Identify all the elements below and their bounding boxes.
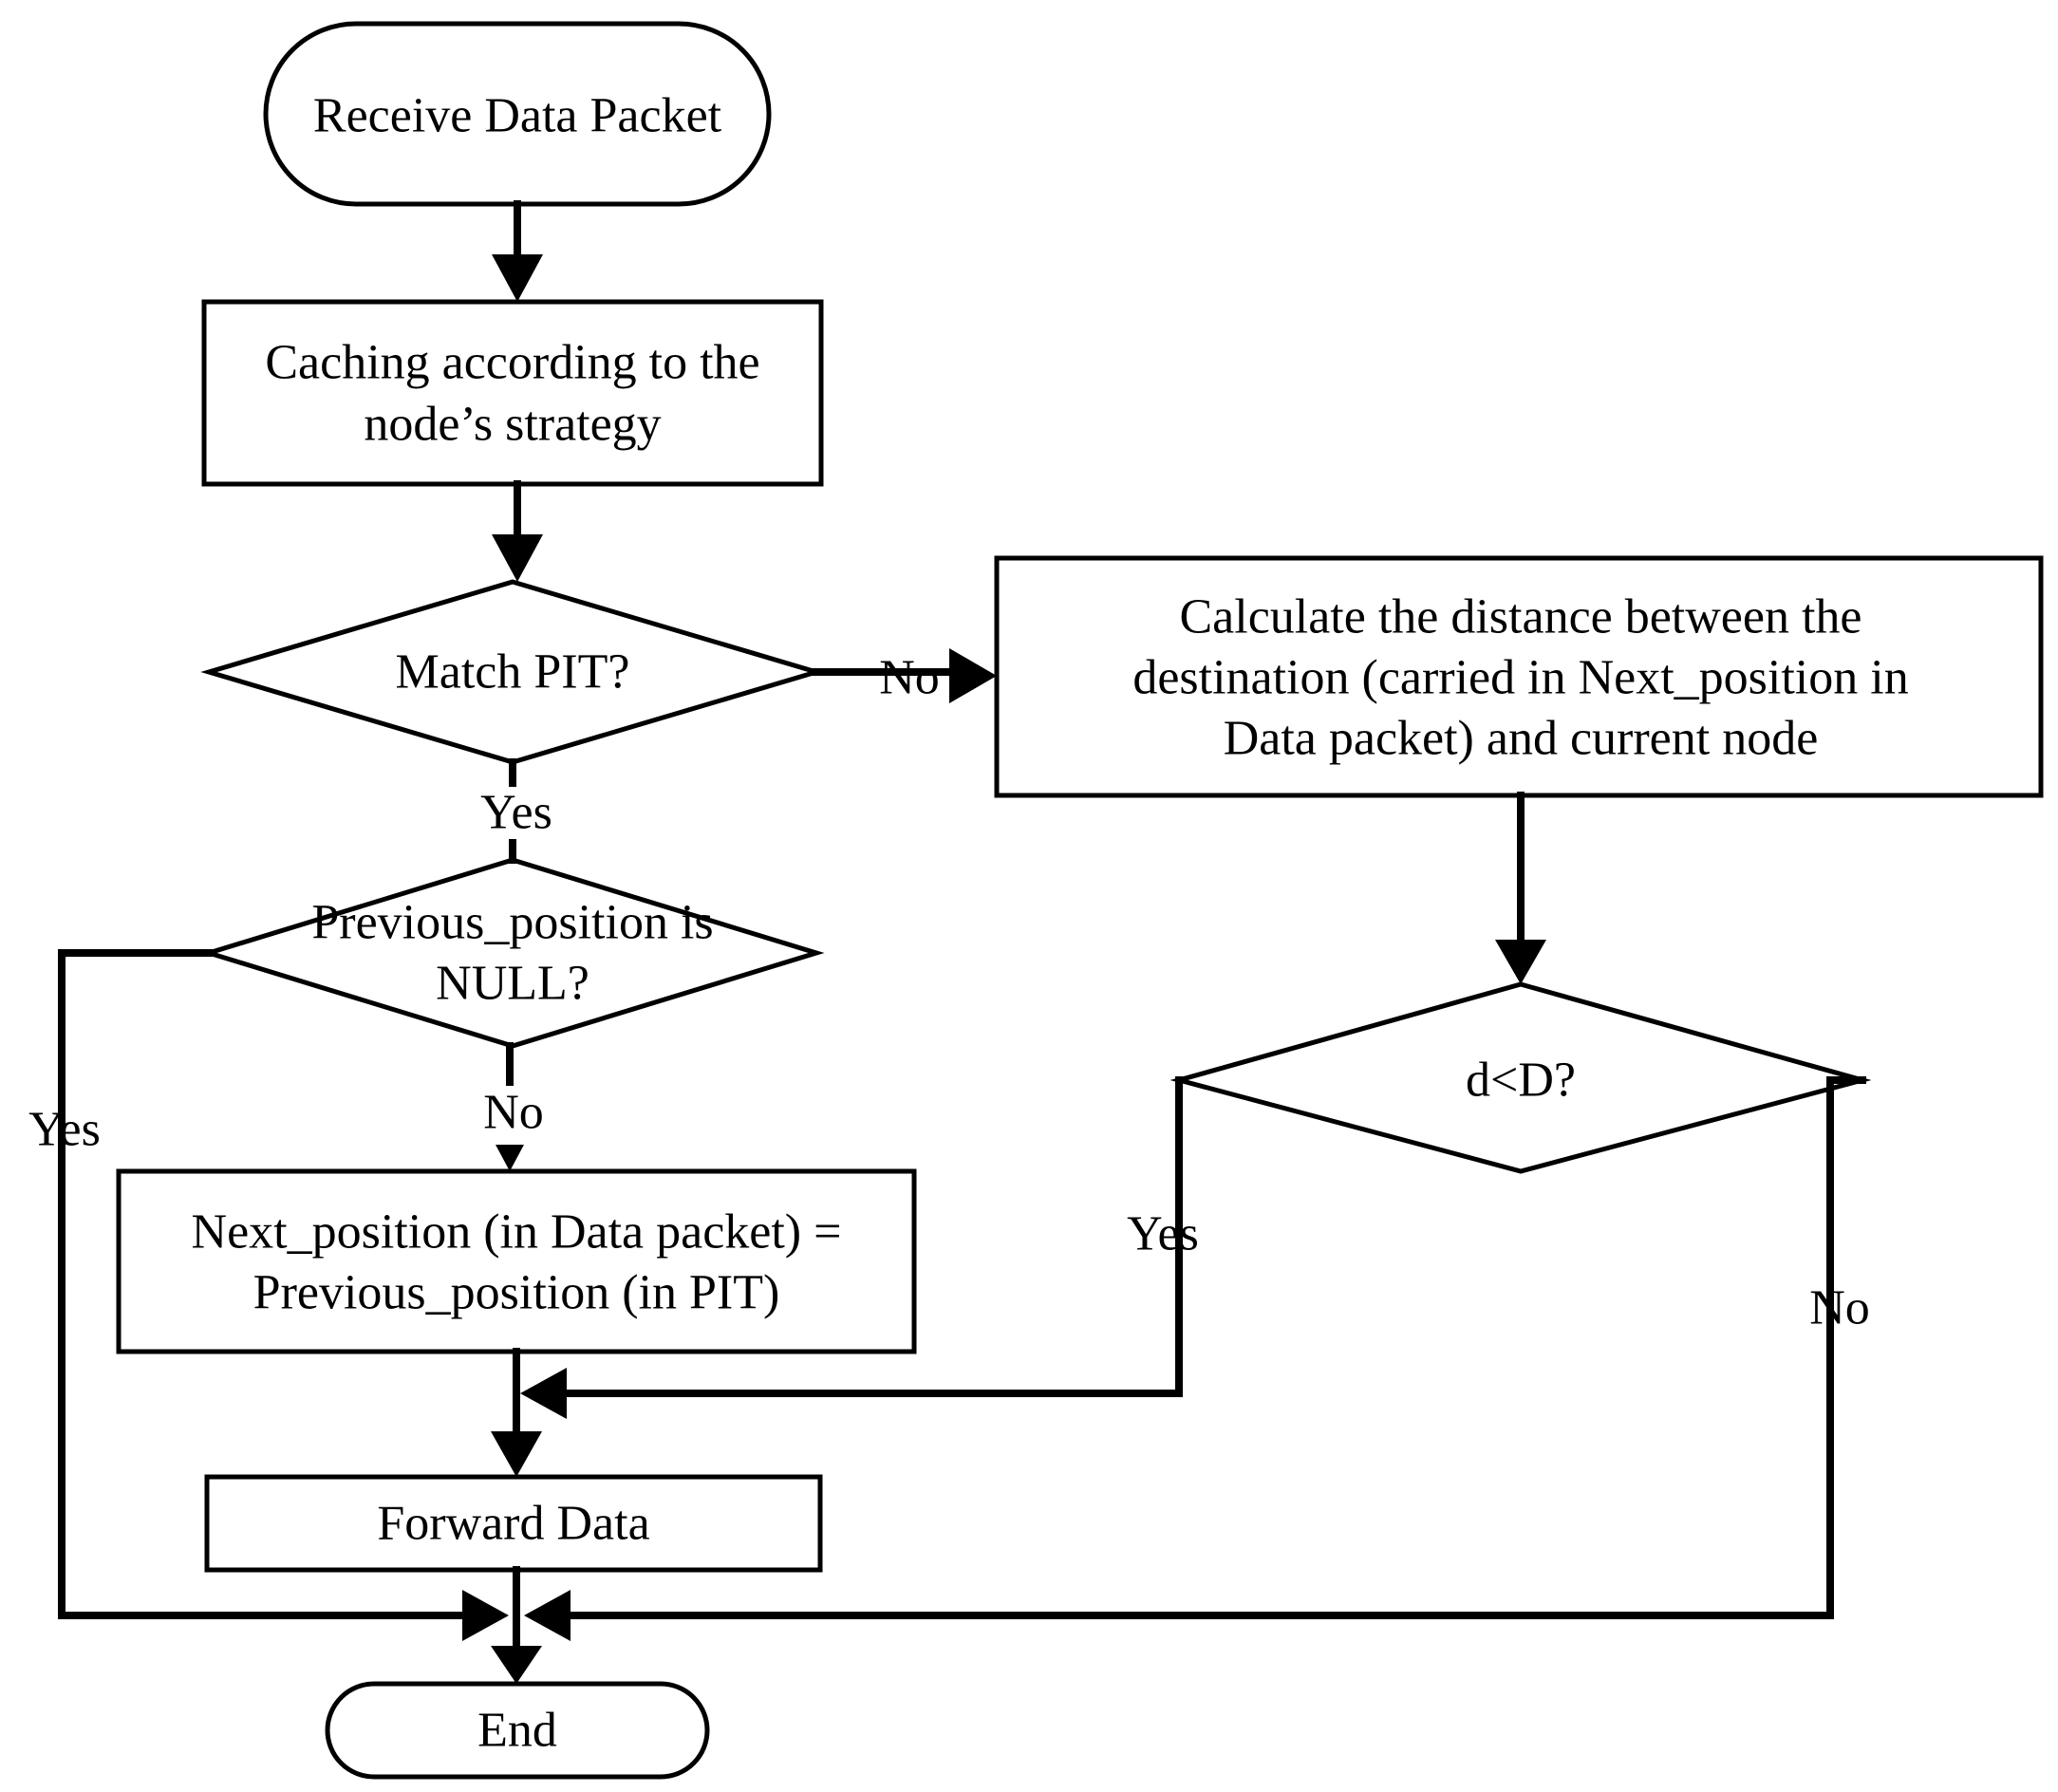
calculate-distance-box xyxy=(994,555,2044,798)
compare-label: d<D? xyxy=(1466,1054,1576,1108)
match-no-label: No xyxy=(879,651,940,705)
assign-label-line-1: Next_position (in Data packet) = xyxy=(192,1205,842,1260)
match-yes-label: Yes xyxy=(480,786,552,840)
arrowhead-down-icon xyxy=(496,1145,524,1171)
previous-yes-label: Yes xyxy=(28,1103,101,1157)
arrowhead-left-icon xyxy=(520,1368,567,1419)
previous-null-decision xyxy=(200,857,825,1049)
arrowhead-right-icon xyxy=(462,1590,509,1641)
arrowhead-down-icon xyxy=(492,534,543,582)
compare-no-label: No xyxy=(1809,1281,1870,1335)
end-terminal xyxy=(325,1681,710,1780)
cache-label-line-2: node’s strategy xyxy=(364,398,661,452)
arrowhead-right-icon xyxy=(949,648,997,703)
calculate-label-line-2: destination (carried in Next_position in xyxy=(1132,651,1908,705)
arrowhead-down-icon xyxy=(491,1646,542,1684)
cache-process-box xyxy=(201,299,824,487)
arrowhead-left-icon xyxy=(524,1590,571,1641)
forward-label: Forward Data xyxy=(377,1497,649,1551)
arrowhead-down-icon xyxy=(491,1431,542,1477)
assign-next-position-box xyxy=(116,1168,917,1354)
forward-data-box xyxy=(204,1474,823,1573)
arrowhead-down-icon xyxy=(1495,940,1546,984)
previous-null-label-line-1: Previous_position is xyxy=(311,896,713,950)
edge-prev-yes-to-end xyxy=(58,949,466,1619)
compare-yes-label: Yes xyxy=(1127,1207,1199,1261)
distance-compare-decision xyxy=(1169,981,1872,1174)
previous-no-label: No xyxy=(483,1086,544,1140)
assign-label-line-2: Previous_position (in PIT) xyxy=(253,1266,780,1320)
start-label: Receive Data Packet xyxy=(313,89,722,143)
calculate-label-line-1: Calculate the distance between the xyxy=(1179,590,1862,644)
arrowhead-down-icon xyxy=(492,254,543,302)
edge-compare-no-to-end xyxy=(567,1076,1866,1619)
calculate-label-line-3: Data packet) and current node xyxy=(1224,712,1819,766)
previous-null-label-line-2: NULL? xyxy=(436,957,589,1011)
edge-compare-yes-to-forward xyxy=(563,1076,1183,1397)
cache-label-line-1: Caching according to the xyxy=(265,336,759,390)
match-pit-label: Match PIT? xyxy=(396,645,630,700)
end-label: End xyxy=(477,1704,557,1758)
